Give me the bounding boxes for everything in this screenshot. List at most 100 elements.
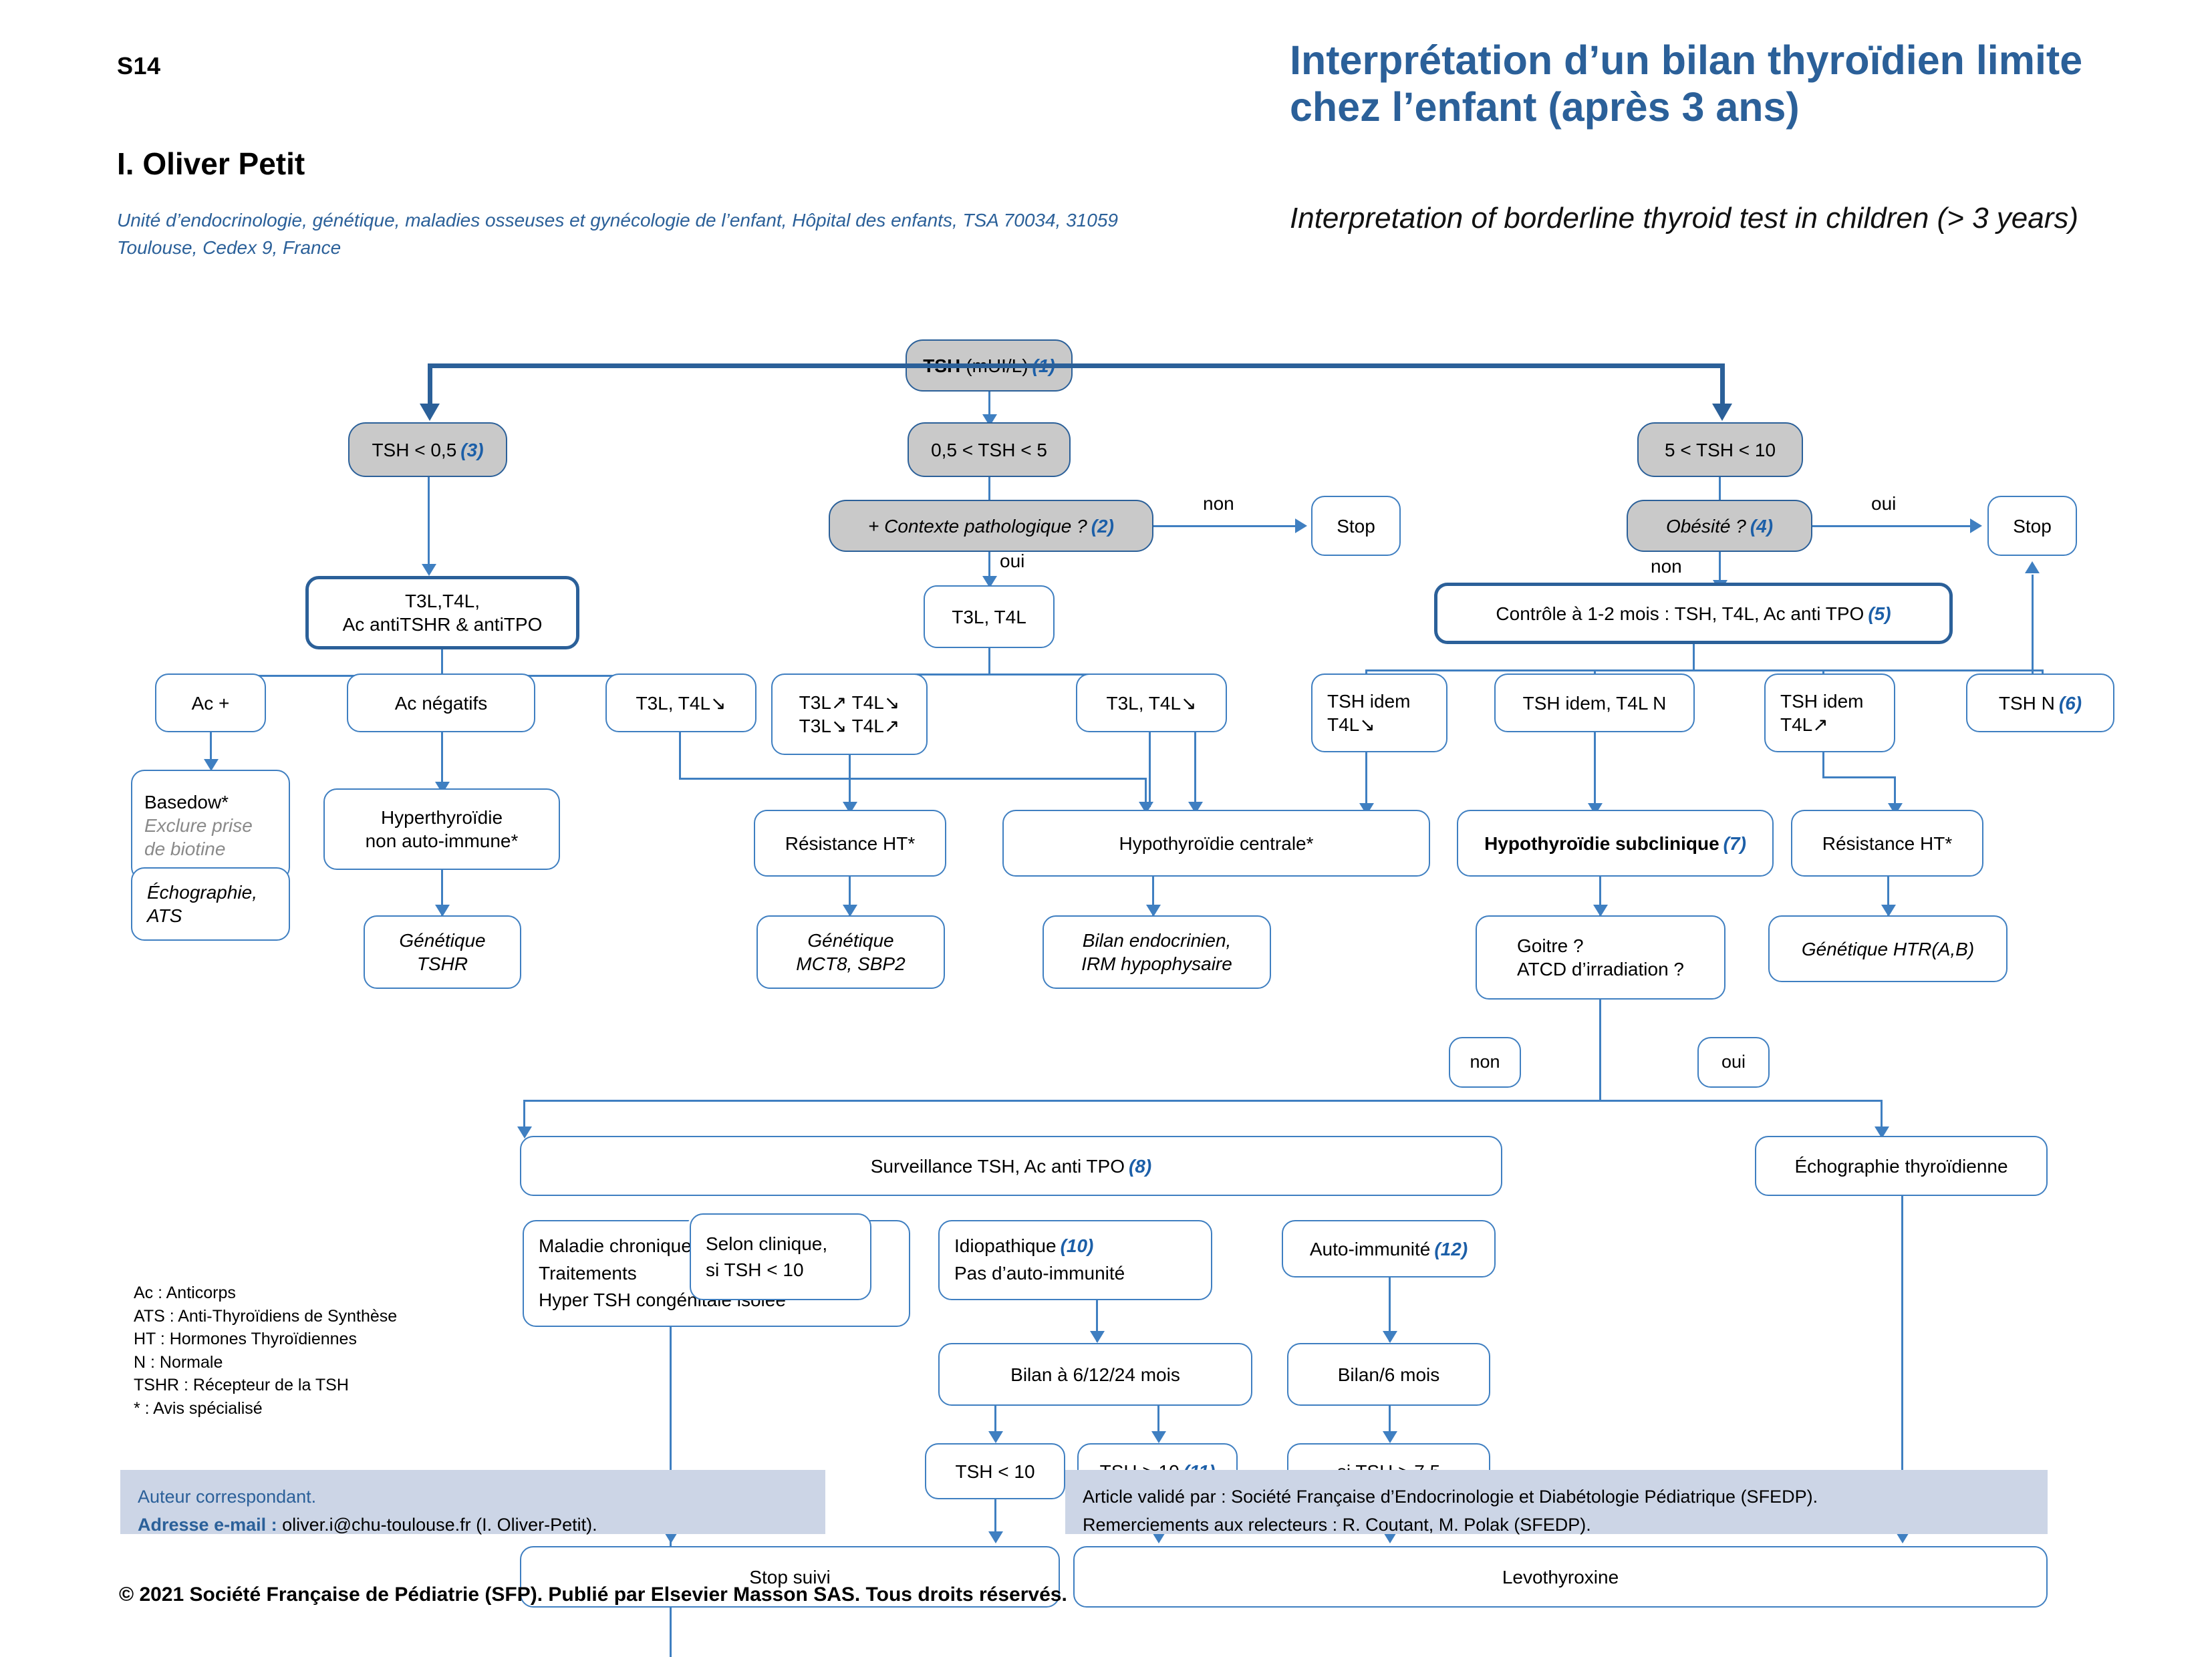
node-levothyroxine: Levothyroxine	[1073, 1546, 2048, 1608]
node-bilan-6-12-24: Bilan à 6/12/24 mois	[938, 1343, 1252, 1406]
node-t3l-t4l-mixed: T3L↗ T4L↘T3L↘ T4L↗	[771, 673, 928, 755]
node-tsh-idem-t4l-up-line1: TSH idem	[1780, 691, 1864, 712]
node-idiopathique-label: Idiopathique	[954, 1235, 1057, 1257]
legend-item: N : Normale	[134, 1352, 223, 1372]
node-ac-negatifs: Ac négatifs	[347, 673, 535, 732]
affiliation: Unité d’endocrinologie, génétique, malad…	[117, 210, 1118, 258]
author-name: I. Oliver Petit	[117, 146, 305, 181]
edge-label-non-contexte: non	[1203, 493, 1234, 514]
node-tsh-idem-t4l-down-line1: TSH idem	[1327, 691, 1411, 712]
node-contexte-pathologique: + Contexte pathologique ?(2)	[829, 500, 1153, 552]
connector-obesite-oui	[1812, 525, 1973, 527]
footer-corresponding-label: Auteur correspondant.	[138, 1487, 317, 1507]
arrow-to-bilan-6-12-24	[1090, 1331, 1105, 1343]
node-hyperthyroidie-line1: Hyperthyroïdie	[380, 807, 503, 828]
edge-label-non-obesite: non	[1651, 556, 1682, 577]
node-echographie-thyroidienne: Échographie thyroïdienne	[1755, 1136, 2048, 1196]
connector-hypocentrale-to-bilan	[1152, 877, 1154, 915]
connector-tshn-to-stop	[2032, 575, 2034, 673]
node-tsh-low-label: TSH < 0,5	[372, 439, 457, 460]
connector-contexte-non	[1153, 525, 1298, 527]
node-stop-mid: Stop	[1311, 496, 1401, 556]
connector-downa-v1	[679, 732, 681, 779]
node-auto-immunite: Auto-immunité(12)	[1282, 1220, 1496, 1277]
node-goitre-line2: ATCD d’irradiation ?	[1516, 959, 1685, 980]
node-echographie-ats-line1: Échographie,	[147, 882, 258, 903]
node-hypothyroidie-centrale: Hypothyroïdie centrale*	[1002, 810, 1430, 877]
node-obesite-label: Obésité ?	[1665, 515, 1746, 537]
node-idiopathique: Idiopathique(10) Pas d’auto-immunité	[938, 1220, 1212, 1300]
node-basedow-note-line1: Exclure prise	[144, 814, 253, 836]
arrow-to-genetique-tshr	[435, 905, 450, 917]
arrow-up-to-stop-right	[2025, 561, 2040, 573]
arrow-to-t3l-t4l	[982, 576, 997, 588]
label-pill-non-goitre: non	[1449, 1037, 1521, 1088]
node-pas-auto-immunite: Pas d’auto-immunité	[954, 1263, 1125, 1284]
node-t3l-t4l-mixed-line1: T3L↗ T4L↘	[799, 692, 900, 713]
arrow-tshgt10-to-levothyroxine	[1151, 1531, 1166, 1543]
node-tsh-lt-10: TSH < 10	[925, 1443, 1065, 1499]
node-surveillance: Surveillance TSH, Ac anti TPO(8)	[520, 1136, 1502, 1196]
connector-controle-bus	[1365, 669, 2042, 671]
node-bilan-endocrinien-line1: Bilan endocrinien,	[1082, 930, 1232, 951]
arrow-echo-to-levothyroxine	[1895, 1531, 1910, 1543]
node-echographie-ats-line2: ATS	[147, 905, 182, 926]
copyright: © 2021 Société Française de Pédiatrie (S…	[119, 1584, 1067, 1606]
footer-email-value[interactable]: oliver.i@chu-toulouse.fr (I. Oliver-Peti…	[282, 1514, 597, 1535]
arrow-to-stop-right	[1970, 518, 1982, 533]
node-tsh-n-label: TSH N	[1998, 692, 2055, 714]
arrow-to-bilan-endocrinien	[1146, 905, 1161, 917]
node-tsh-idem-t4l-n-label: TSH idem, T4L N	[1522, 692, 1667, 714]
node-t3l-t4l-down-b: T3L, T4L↘	[1076, 673, 1227, 732]
node-stop-right: Stop	[1987, 496, 2077, 556]
connector-acplus-to-basedow	[210, 732, 212, 764]
legend-item: TSHR : Récepteur de la TSH	[134, 1376, 349, 1394]
node-selon-clinique-line2: si TSH < 10	[706, 1259, 804, 1280]
node-t3l-t4l-down-a: T3L, T4L↘	[605, 673, 756, 732]
arrow-to-si-tsh-gt-75	[1383, 1431, 1397, 1443]
node-stop-right-label: Stop	[2013, 515, 2052, 537]
connector-bilan6-to-si	[1389, 1406, 1391, 1439]
node-t3l-t4l-down-a-label: T3L, T4L↘	[636, 692, 726, 714]
node-surveillance-label: Surveillance TSH, Ac anti TPO	[870, 1155, 1125, 1177]
node-auto-immunite-ref: (12)	[1434, 1238, 1468, 1259]
node-stop-suivi-label: Stop suivi	[749, 1566, 831, 1588]
connector-tshidemup-v2	[1894, 776, 1896, 810]
arrow-to-t3lt4l-ac	[422, 564, 436, 576]
node-ac-negatifs-label: Ac négatifs	[394, 692, 488, 714]
arrow-to-tsh-high	[1712, 404, 1732, 421]
node-contexte-label: + Contexte pathologique ?	[868, 515, 1087, 537]
node-tsh-mid: 0,5 < TSH < 5	[908, 422, 1071, 477]
connector-bilan-to-tshlt10	[994, 1406, 996, 1439]
legend: Ac : Anticorps ATS : Anti-Thyroïdiens de…	[134, 1282, 397, 1420]
arrow-to-genetique-mct8	[843, 905, 857, 917]
node-contexte-ref: (2)	[1091, 515, 1114, 537]
node-levothyroxine-label: Levothyroxine	[1502, 1566, 1619, 1588]
node-resistance-ht-1-label: Résistance HT*	[785, 833, 916, 854]
arrow-maladie-to-stop-suivi	[664, 1531, 678, 1543]
connector-tshidemn-to-subclinique	[1594, 732, 1596, 810]
node-ac-plus: Ac +	[155, 673, 266, 732]
page-subtitle: Interpretation of borderline thyroid tes…	[1290, 202, 2079, 235]
node-genetique-htr: Génétique HTR(A,B)	[1768, 915, 2008, 982]
connector-root-bus	[428, 363, 1724, 368]
connector-subclinique-to-goitre	[1599, 877, 1601, 915]
node-hypothyroidie-subclinique-ref: (7)	[1723, 833, 1746, 854]
connector-contexte-oui	[988, 552, 990, 580]
node-stop-suivi: Stop suivi	[520, 1546, 1060, 1608]
edge-label-non-goitre: non	[1470, 1052, 1500, 1072]
node-t3l-t4l-ac-line1: T3L,T4L,	[404, 591, 480, 611]
node-bilan-endocrinien: Bilan endocrinien,IRM hypophysaire	[1043, 915, 1271, 989]
connector-mid-group-stem	[988, 648, 990, 675]
node-idiopathique-ref: (10)	[1060, 1235, 1094, 1257]
connector-tshidemdown-to-hypo	[1365, 752, 1367, 810]
node-tsh-idem-t4l-down-line2: T4L↘	[1327, 714, 1375, 735]
connector-resistance2-to-genetique-htr	[1887, 877, 1889, 915]
footer-validated: Article validé par : Société Française d…	[1083, 1487, 1818, 1507]
arrow-to-goitre	[1593, 905, 1608, 917]
connector-autoimmunite-to-bilan6	[1389, 1277, 1391, 1342]
node-hypothyroidie-centrale-label: Hypothyroïdie centrale*	[1119, 833, 1314, 854]
